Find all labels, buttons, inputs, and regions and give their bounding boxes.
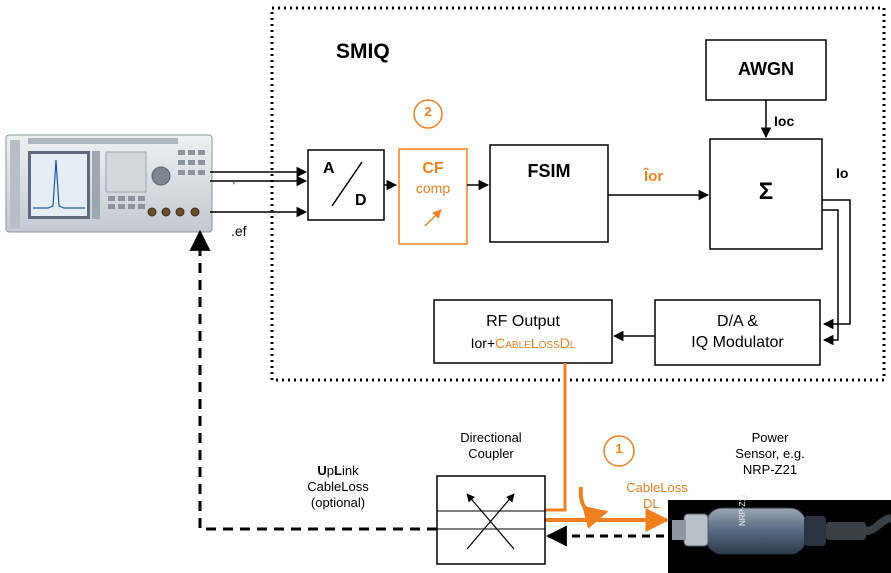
sensor-body-text: NRP-Z11 <box>738 493 747 526</box>
smiq-title: SMIQ <box>336 40 390 63</box>
ior-label: Îor <box>644 168 664 185</box>
uplink-label-line2: CableLoss <box>307 479 369 494</box>
power-sensor <box>668 500 891 573</box>
step-2-label: 2 <box>424 104 432 119</box>
test-instrument <box>5 134 213 233</box>
tick-mark: ' <box>233 181 235 192</box>
awgn-block <box>705 39 827 101</box>
da-label-line2: IQ Modulator <box>691 334 784 351</box>
awgn-label: AWGN <box>738 59 794 79</box>
cableloss-dl-line2: DL <box>643 496 660 511</box>
sum-block <box>709 138 823 250</box>
io-line-inner <box>822 209 839 346</box>
ad-label-d: D <box>355 192 367 209</box>
coupler-cross-b <box>466 493 515 550</box>
ad-label-a: A <box>323 160 335 177</box>
step-2-badge <box>413 99 443 129</box>
smiq-enclosure <box>270 6 886 382</box>
uplink-bold-u: U <box>317 463 327 478</box>
fsim-label: FSIM <box>527 161 571 181</box>
uplink-label-line3: (optional) <box>310 495 366 510</box>
rf-output-prefix: Ior+ <box>470 335 496 351</box>
ioc-label: Ioc <box>774 113 795 129</box>
io-label: Io <box>836 165 849 181</box>
sensor-label-line2: Sensor, e.g. <box>735 446 805 461</box>
sensor-label-line3: NRP-Z21 <box>742 462 798 477</box>
coupler-label-line1: Directional <box>460 430 522 445</box>
cf-adjust-arrow <box>424 209 442 227</box>
uplink-p: p <box>326 463 335 478</box>
rf-output-line1: RF Output <box>486 313 560 330</box>
rf-output-block <box>433 299 613 364</box>
coupler-label-line2: Coupler <box>468 446 514 461</box>
sensor-label-line1: Power <box>751 430 789 445</box>
da-label-line1: D/A & <box>717 313 758 330</box>
uplink-label-line1: UpLink <box>290 463 386 478</box>
cableloss-curve-arrow <box>578 486 609 529</box>
dl-cable <box>545 363 567 512</box>
cf-subtitle: comp <box>415 180 451 196</box>
rf-output-line2: Ior+CableLossDl <box>434 335 612 351</box>
io-line-outer <box>822 199 851 330</box>
sum-label: Σ <box>758 178 774 205</box>
ref-label: .ef <box>231 223 247 239</box>
cableloss-dl-line1: CableLoss <box>626 480 688 495</box>
cf-comp-block <box>398 148 468 245</box>
uplink-dashed-line <box>189 229 437 531</box>
fsim-block <box>489 144 609 243</box>
step-1-badge <box>603 435 635 467</box>
uplink-bold-l: L <box>334 463 342 478</box>
ad-diagonal <box>331 161 363 207</box>
cf-title: CF <box>422 160 444 177</box>
step-1-label: 1 <box>615 441 623 456</box>
da-iq-modulator-block <box>654 299 821 366</box>
uplink-rest: ink <box>341 463 359 478</box>
rf-output-cableloss: CableLossDl <box>495 335 576 351</box>
